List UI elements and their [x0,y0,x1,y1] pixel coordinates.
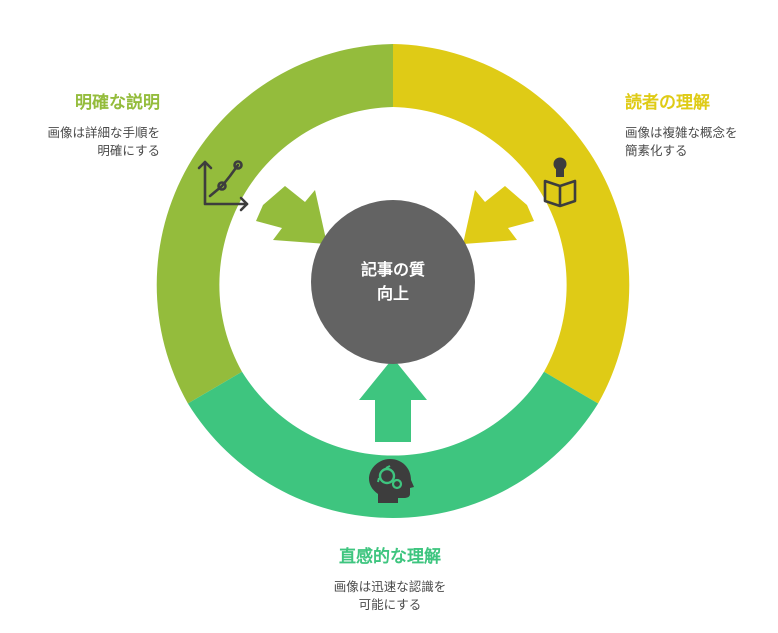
desc-line: 画像は迅速な認識を [333,579,447,594]
label-clear-explanation: 明確な説明 画像は詳細な手順を 明確にする [20,92,160,160]
desc-line: 明確にする [97,143,160,158]
arrow-bottom-to-center [359,358,427,442]
title-clear-explanation: 明確な説明 [75,93,160,113]
center-title-line1: 記事の質 [361,260,425,279]
desc-line: 簡素化する [625,143,688,158]
desc-line: 可能にする [358,597,422,612]
center-circle [311,200,475,364]
arrow-left-to-center [256,186,327,244]
title-reader-understanding: 読者の理解 [625,93,710,113]
desc-line: 画像は複雑な概念を [625,125,738,140]
segment-clear-explanation [156,44,393,404]
desc-intuitive-understanding: 画像は迅速な認識を 可能にする [290,578,490,614]
label-reader-understanding: 読者の理解 画像は複雑な概念を 簡素化する [625,92,775,160]
segment-intuitive-understanding [187,371,599,518]
desc-clear-explanation: 画像は詳細な手順を 明確にする [20,124,160,160]
desc-reader-understanding: 画像は複雑な概念を 簡素化する [625,124,775,160]
reader-book-icon [543,157,577,208]
label-intuitive-understanding: 直感的な理解 画像は迅速な認識を 可能にする [290,546,490,614]
center-title-line2: 向上 [377,284,409,303]
title-intuitive-understanding: 直感的な理解 [339,547,441,567]
segment-reader-understanding [393,44,630,404]
desc-line: 画像は詳細な手順を [47,125,160,140]
arrow-right-to-center [463,186,534,244]
head-gears-icon [369,459,414,503]
line-chart-icon [197,160,249,212]
